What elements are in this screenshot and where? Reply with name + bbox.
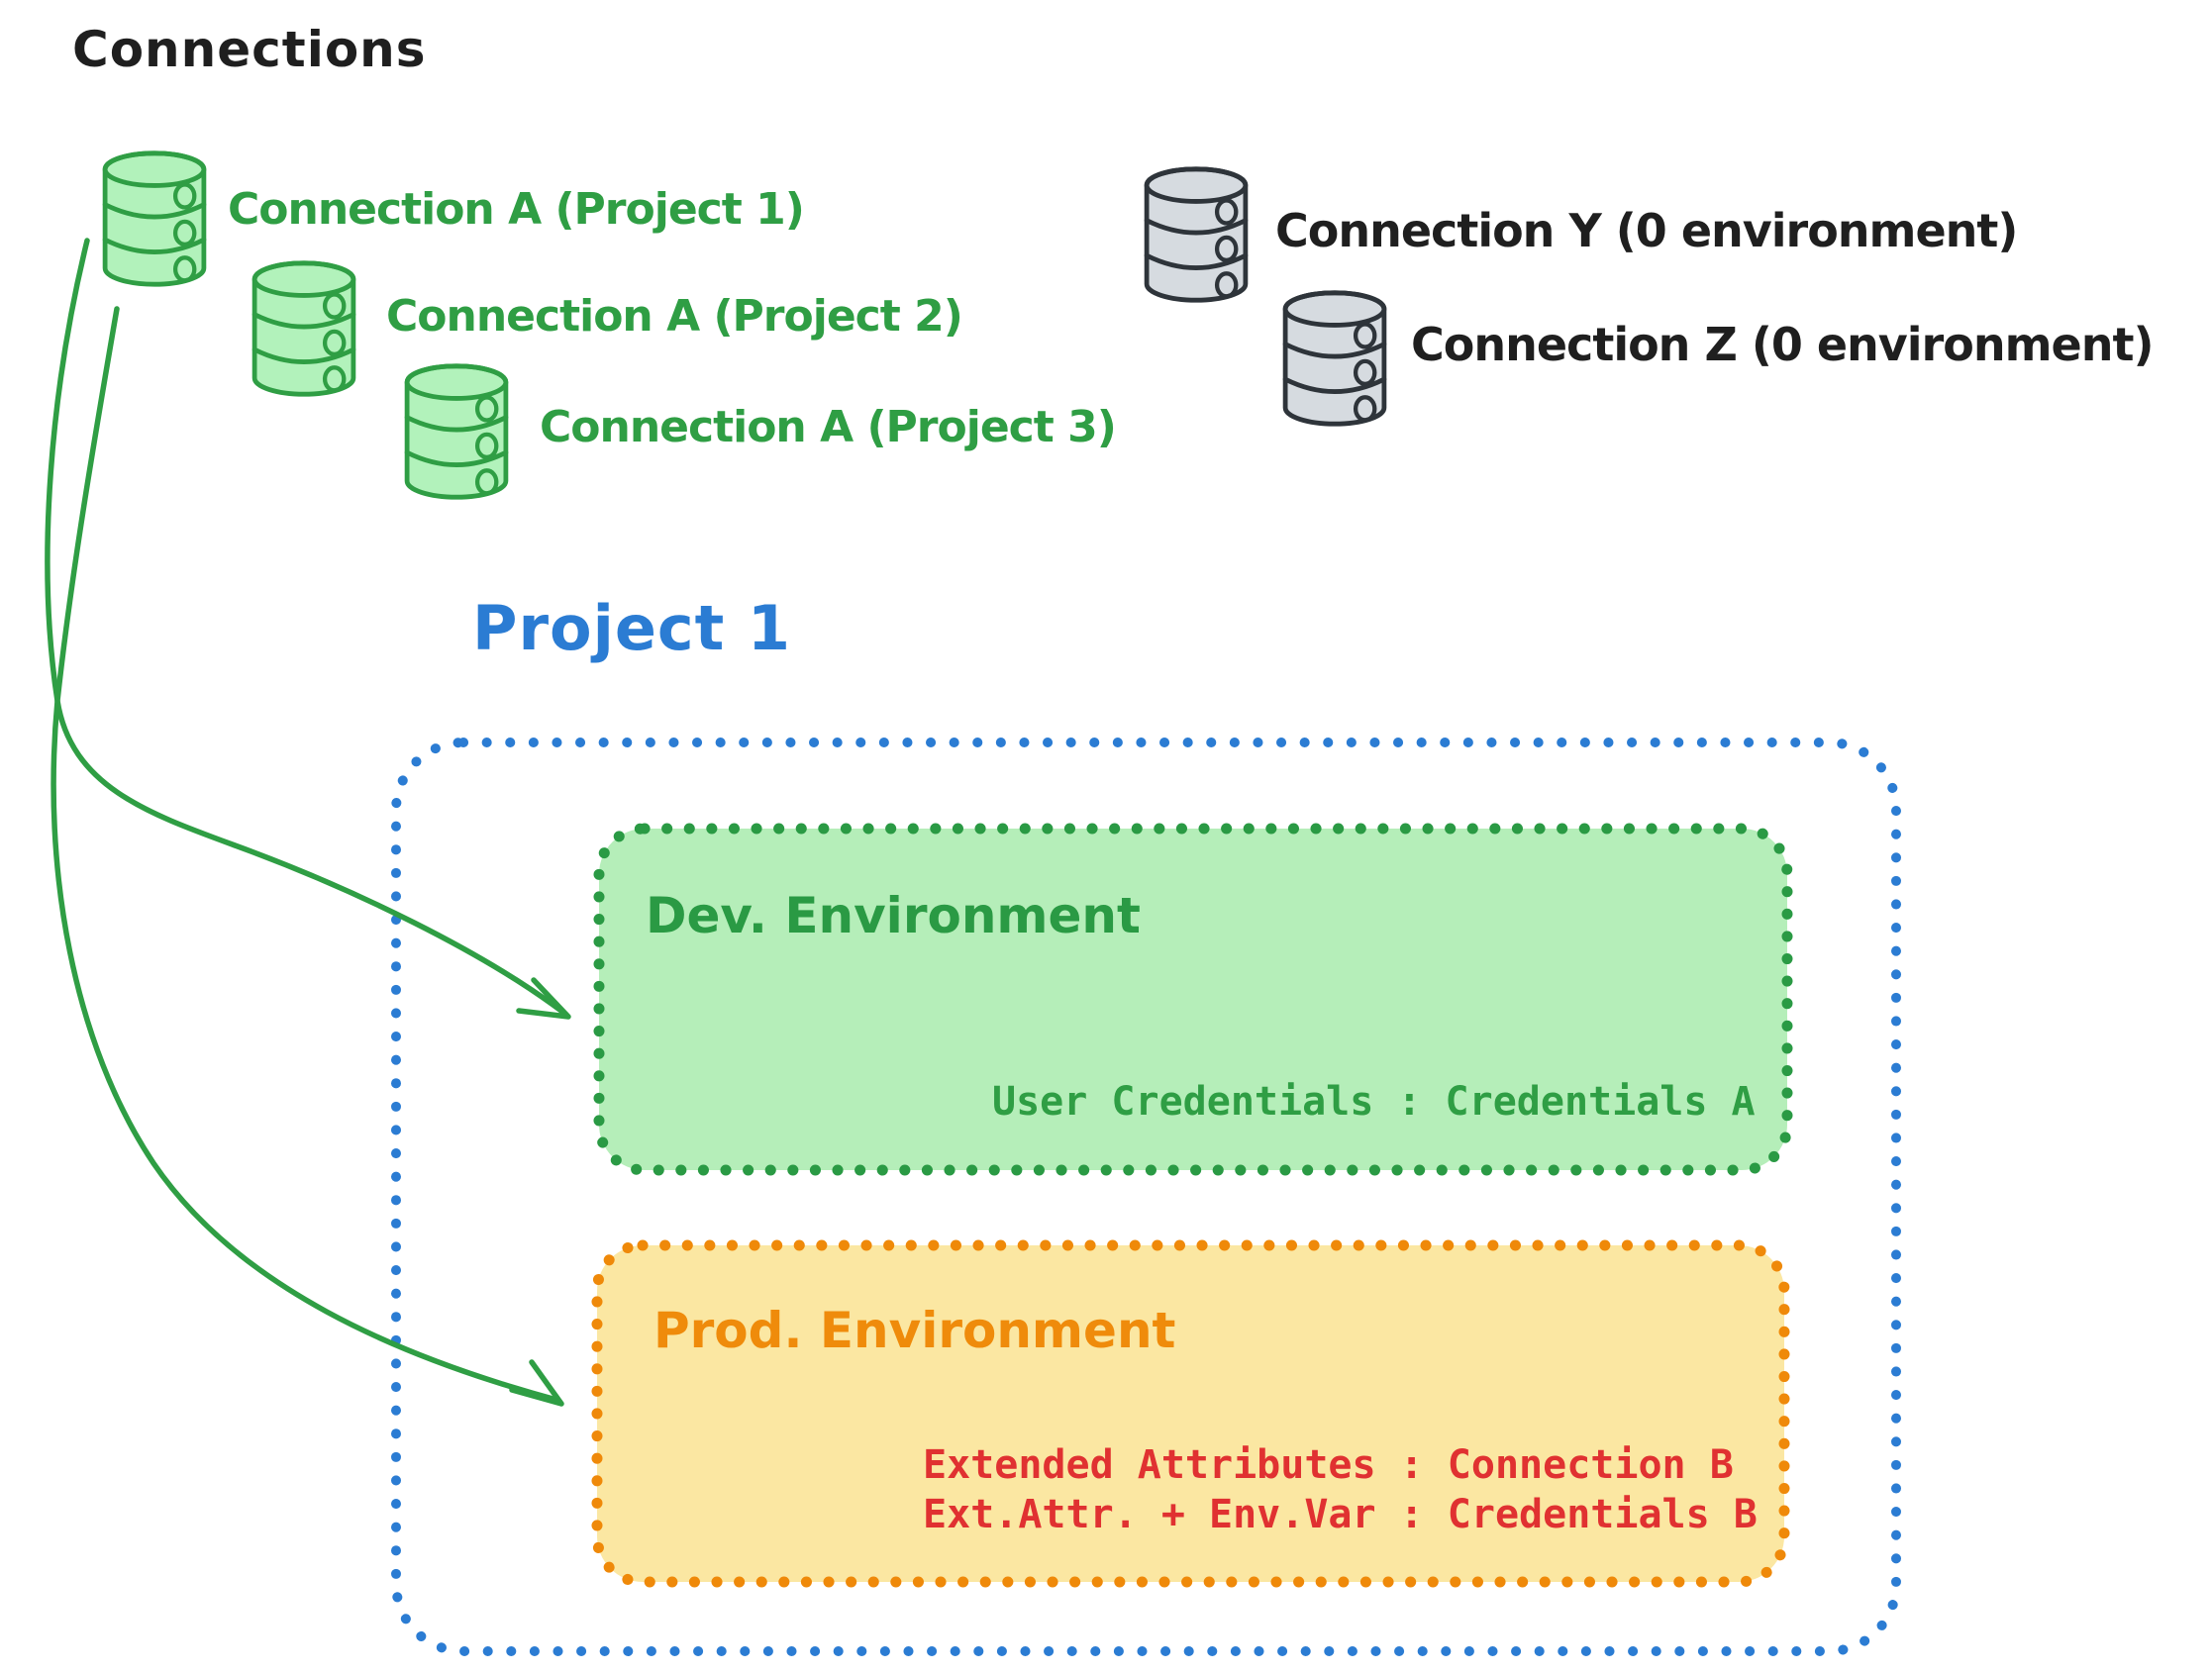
database-icon — [99, 148, 210, 289]
database-icon — [1279, 288, 1390, 429]
page-title: Connections — [72, 21, 427, 78]
connection-z-label: Connection Z (0 environment) — [1411, 318, 2154, 371]
connection-a-project-3-label: Connection A (Project 3) — [540, 402, 1117, 452]
prod-mapping-line-2: Ext.Attr. + Env.Var : Credentials B — [923, 1492, 1758, 1537]
connection-a-project-2-label: Connection A (Project 2) — [386, 291, 963, 342]
database-icon — [1141, 164, 1252, 305]
prod-mapping-line-1: Extended Attributes : Connection B — [923, 1442, 1734, 1488]
database-icon — [401, 361, 512, 502]
arrow-to-dev-environment-head — [516, 977, 571, 1020]
dev-credentials-mapping: User Credentials : Credentials A — [992, 1079, 1756, 1125]
prod-credentials-mapping: Extended Attributes : Connection B Ext.A… — [923, 1440, 1758, 1539]
dev-environment-title: Dev. Environment — [646, 887, 1141, 944]
prod-environment-title: Prod. Environment — [654, 1302, 1176, 1359]
project-1-title: Project 1 — [472, 592, 792, 664]
arrow-to-prod-environment-head — [509, 1359, 564, 1407]
database-icon — [249, 258, 359, 399]
connection-a-project-1-label: Connection A (Project 1) — [228, 184, 805, 235]
connection-y-label: Connection Y (0 environment) — [1275, 204, 2018, 257]
